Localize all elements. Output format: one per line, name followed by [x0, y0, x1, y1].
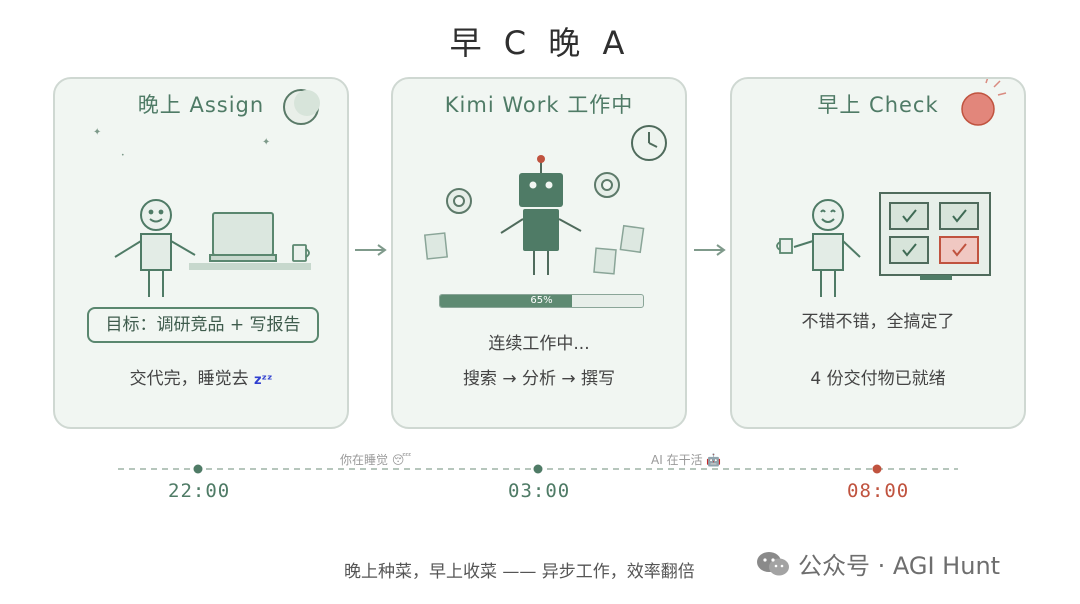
page-title: 早 C 晚 A — [449, 24, 631, 62]
panel-heading: 早上 Check — [817, 93, 939, 117]
evening-illustration: ✦ ✦ • — [93, 89, 320, 297]
morning-illustration — [776, 79, 1007, 297]
arrow-right-icon — [355, 244, 387, 256]
timeline-time: 22:00 — [168, 480, 231, 502]
panel-heading: 晚上 Assign — [137, 93, 265, 117]
wechat-icon — [757, 551, 789, 575]
checklist-board-icon — [879, 192, 991, 280]
timeline-note: 你在睡觉 😴 — [340, 453, 412, 467]
person-figure — [793, 199, 861, 297]
robot-icon — [500, 155, 582, 275]
gear-icon — [446, 188, 472, 214]
footer-caption: 晚上种菜，早上收菜 —— 异步工作，效率翻倍 — [344, 562, 695, 582]
status-text: 连续工作中... — [488, 334, 590, 354]
timeline-time: 03:00 — [508, 480, 571, 502]
person-figure — [114, 199, 196, 297]
timeline-dot — [193, 464, 203, 474]
arrow-right-icon — [694, 244, 726, 256]
working-illustration — [423, 125, 667, 275]
timeline-dot — [533, 464, 543, 474]
laptop-icon — [189, 212, 311, 270]
goal-box: 目标：调研竞品 + 写报告 — [87, 307, 319, 343]
status-text: 交代完，睡觉去 — [129, 369, 249, 389]
clock-icon — [631, 125, 667, 161]
panel-heading: Kimi Work 工作中 — [444, 93, 634, 117]
cup-icon — [776, 238, 793, 254]
timeline — [118, 464, 958, 474]
status-text: 不错不错，全搞定了 — [801, 312, 955, 332]
steps-text: 搜索 → 分析 → 撰写 — [462, 369, 616, 389]
star-icon: ✦ — [262, 137, 270, 148]
result-text: 4 份交付物已就绪 — [810, 369, 946, 389]
watermark-text: 公众号 · AGI Hunt — [798, 552, 1001, 580]
document-icon — [423, 224, 645, 275]
panel-morning-check: 早上 Check 不错不错，全搞定了 4 份交付物已就绪 — [730, 77, 1026, 429]
panel-kimi-working: Kimi Work 工作中 65% 连续工作中... 搜索 → 分析 → 撰写 — [391, 77, 687, 429]
progress-label: 65% — [530, 295, 553, 306]
star-icon: ✦ — [93, 127, 101, 138]
watermark: 公众号 · AGI Hunt — [756, 546, 1000, 581]
panel-evening-assign: ✦ ✦ • 晚上 Assign 目标：调研竞品 + 写报告 交代完，睡 — [53, 77, 349, 429]
sun-icon — [961, 79, 1007, 126]
progress-fill — [440, 295, 572, 307]
sleep-icon: zᶻᶻ — [253, 373, 273, 388]
timeline-time: 08:00 — [847, 480, 910, 502]
timeline-dot — [872, 464, 882, 474]
gear-icon — [594, 172, 620, 198]
mug-icon — [292, 244, 310, 262]
star-icon: • — [121, 152, 125, 159]
progress-bar: 65% — [439, 294, 644, 308]
timeline-note: AI 在干活 🤖 — [651, 453, 722, 467]
status-line: 交代完，睡觉去 zᶻᶻ — [55, 364, 347, 389]
